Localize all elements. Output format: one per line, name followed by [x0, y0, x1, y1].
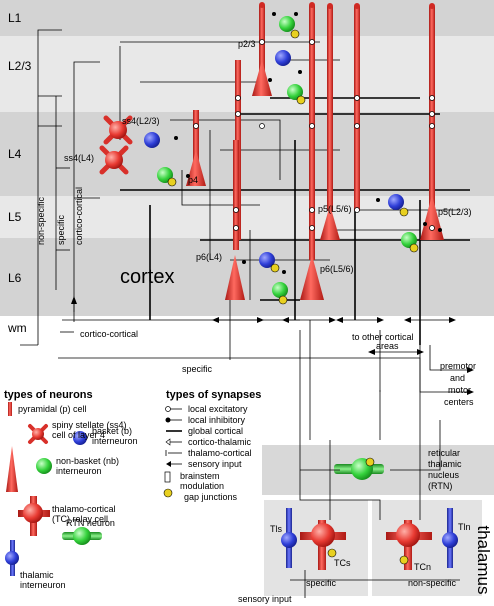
legend-neuron-rtn: RTN neuron [66, 518, 115, 528]
specific-path-label: specific [182, 364, 213, 374]
thalamus-label: thalamus [474, 526, 493, 595]
thalamus-non-specific-label: non-specific [408, 578, 457, 588]
non-specific-label: non-specific [36, 196, 46, 245]
layer-label-l4: L4 [8, 147, 22, 161]
label-p5-l56: p5(L5/6) [318, 204, 352, 214]
legend-neuron-thal-1: thalamic [20, 570, 54, 580]
to-other-areas-label-2: areas [376, 341, 399, 351]
label-p4: p4 [188, 175, 198, 185]
legend-neuron-nb-2: interneuron [56, 466, 102, 476]
legend-syn-ct: cortico-thalamic [188, 437, 252, 447]
layer-label-wm: wm [7, 321, 27, 335]
layer-label-l23: L2/3 [8, 59, 32, 73]
legend-neuron-ss4-2: cell of layer 4 [52, 430, 105, 440]
legend-neuron-tc-1: thalamo-cortical [52, 504, 116, 514]
legend-neuron-thal-2: interneuron [20, 580, 66, 590]
label-ss4-l23: ss4(L2/3) [122, 116, 160, 126]
thalamic-wiring [290, 390, 460, 598]
legend-neurons-icons [5, 402, 102, 576]
specific-afferent-label: specific [56, 214, 66, 245]
rtn-neuron [334, 457, 384, 480]
white-matter-arrows [212, 300, 474, 440]
rtn-label-3: nucleus [428, 470, 460, 480]
rtn-label-4: (RTN) [428, 481, 452, 491]
rtn-label-2: thalamic [428, 459, 462, 469]
gap-junctions [167, 29, 419, 305]
legend-syn-tc: thalamo-cortical [188, 448, 252, 458]
layer-label-l1: L1 [8, 11, 22, 25]
premotor-label-1: premotor [440, 361, 476, 371]
label-p5-l23: p5(L2/3) [438, 207, 472, 217]
label-p23: p2/3 [238, 39, 256, 49]
label-tln: Tln [458, 522, 471, 532]
premotor-label-3: motor [448, 385, 471, 395]
cortico-cortical-bottom-label: cortico-cortical [80, 329, 138, 339]
legend-neuron-tc-2: (TC) relay cell [52, 514, 108, 524]
legend-syn-global: global cortical [188, 426, 243, 436]
legend-syn-local-inh: local inhibitory [188, 415, 246, 425]
legend-neurons-title: types of neurons [4, 389, 93, 401]
thalamus-specific-label: specific [306, 578, 337, 588]
legend-neuron-basket-1: basket (b) [92, 426, 132, 436]
label-p6-l56: p6(L5/6) [320, 264, 354, 274]
legend-syn-gap: gap junctions [184, 492, 238, 502]
label-tls: Tls [270, 524, 282, 534]
premotor-label-4: centers [444, 397, 474, 407]
layer-label-l5: L5 [8, 210, 22, 224]
legend-synapse-icons [163, 406, 182, 498]
legend-neuron-ss4-1: spiny stellate (ss4) [52, 420, 127, 430]
legend-synapses-title: types of synapses [166, 389, 261, 401]
label-ss4-l4: ss4(L4) [64, 153, 94, 163]
local-cortical-axons [119, 41, 460, 300]
sensory-input-label: sensory input [238, 594, 292, 604]
legend-syn-sensory: sensory input [188, 459, 242, 469]
cortico-cortical-vertical-label: cortico-cortical [74, 187, 84, 245]
rtn-label-1: reticular [428, 448, 460, 458]
legend-syn-brainstem-1: brainstem [180, 471, 220, 481]
legend-neuron-pyramidal: pyramidal (p) cell [18, 404, 87, 414]
legend-neuron-basket-2: interneuron [92, 436, 138, 446]
legend-syn-brainstem-2: modulation [180, 481, 224, 491]
spiny-stellate-cells [99, 115, 133, 175]
cortex-label: cortex [120, 266, 174, 288]
label-tcn: TCn [414, 562, 431, 572]
pyramidal-cells [186, 2, 444, 300]
to-other-areas-label-1: to other cortical [352, 332, 414, 342]
layer-label-l6: L6 [8, 271, 22, 285]
premotor-label-2: and [450, 373, 465, 383]
label-p6-l4: p6(L4) [196, 252, 222, 262]
label-tcs: TCs [334, 558, 351, 568]
layer-bands [0, 0, 494, 316]
legend-neuron-nb-1: non-basket (nb) [56, 456, 119, 466]
synapse-markers [193, 39, 435, 231]
legend-syn-local-exc: local excitatory [188, 404, 248, 414]
thalamic-cells [281, 508, 458, 570]
basket-interneurons [144, 50, 404, 268]
inhibitory-markers [174, 12, 442, 274]
